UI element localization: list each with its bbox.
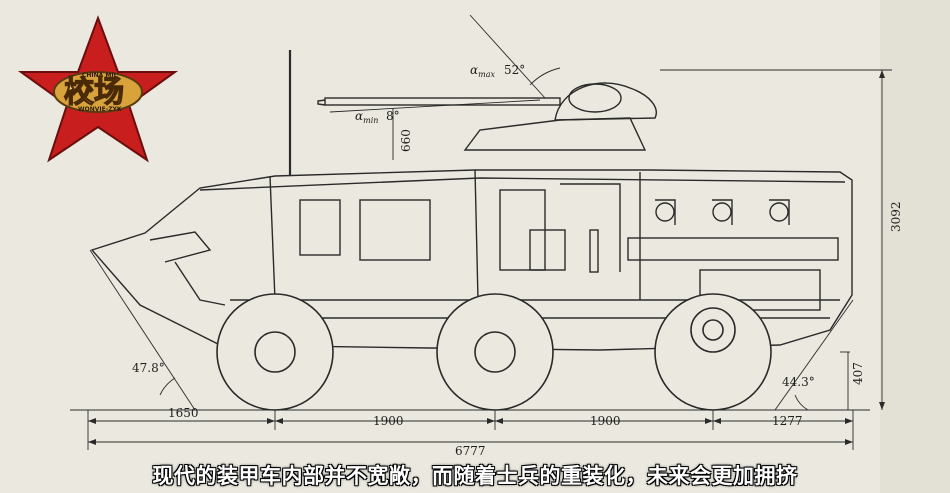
dimension-arrows <box>88 70 885 445</box>
logo-ring-icon <box>53 71 143 113</box>
dim-height: 3092 <box>889 201 903 232</box>
wheel-front <box>216 293 334 411</box>
logo-main-text: 校场 <box>64 75 124 110</box>
wheels <box>216 293 772 411</box>
angle-elev-max: 52° <box>504 63 525 77</box>
angle-departure: 44.3° <box>782 375 815 389</box>
dim-turret-height: 660 <box>399 129 413 152</box>
angle-elev-min: 8° <box>386 109 400 123</box>
logo-ring-top: CHINA MIL <box>82 72 118 79</box>
dim-seg1: 1650 <box>168 406 199 420</box>
dim-seg2: 1900 <box>373 414 404 428</box>
dimension-lines <box>87 14 892 450</box>
caption-bar: 现代的装甲车内部并不宽敞，而随着士兵的重装化，未来会更加拥挤 <box>0 456 950 493</box>
dim-seg3: 1900 <box>590 414 621 428</box>
dim-seg4: 1277 <box>772 414 803 428</box>
logo: CHINA MIL WONVIE-ZYK 校场 <box>17 15 179 163</box>
wheel-middle <box>436 293 554 411</box>
dim-ground-clearance: 407 <box>851 362 865 385</box>
angle-approach: 47.8° <box>132 361 165 375</box>
logo-ring-bottom: WONVIE-ZYK <box>78 106 122 113</box>
caption-text: 现代的装甲车内部并不宽敞，而随着士兵的重装化，未来会更加拥挤 <box>152 463 798 488</box>
dim-total-length: 6777 <box>455 444 486 458</box>
paper-shadow <box>880 0 950 493</box>
